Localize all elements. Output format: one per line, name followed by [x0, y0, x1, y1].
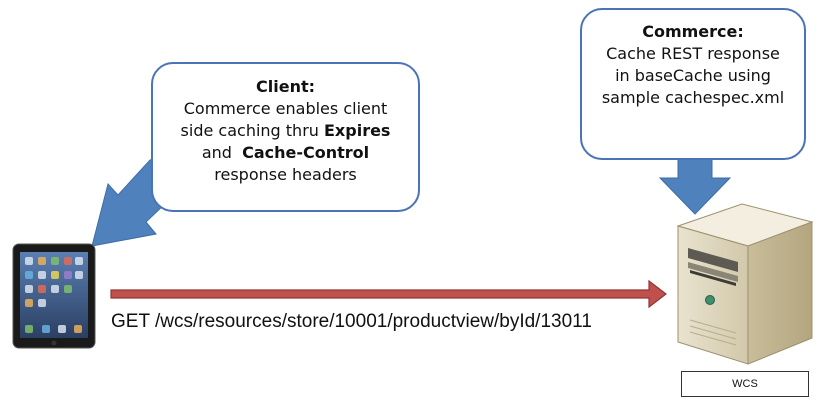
client-callout-line4: response headers: [214, 165, 357, 184]
server-icon: [676, 203, 814, 365]
request-url-label: GET /wcs/resources/store/10001/productvi…: [111, 311, 592, 332]
client-callout-heading: Client:: [256, 77, 315, 96]
client-callout: Client: Commerce enables client side cac…: [151, 62, 420, 212]
expires-header-label: Expires: [324, 121, 391, 140]
commerce-callout-heading: Commerce:: [642, 22, 744, 41]
client-callout-line3: and Cache-Control: [153, 142, 418, 164]
cache-control-header-label: Cache-Control: [242, 143, 370, 162]
client-callout-line2-text: side caching thru: [180, 121, 324, 140]
client-callout-line2: side caching thru Expires: [153, 120, 418, 142]
tablet-icon: [12, 243, 96, 349]
commerce-callout-line3: sample cachespec.xml: [601, 88, 785, 107]
server-label: WCS: [681, 371, 809, 397]
client-callout-line3-text: and: [201, 143, 243, 162]
commerce-callout: Commerce: Cache REST response in baseCac…: [580, 8, 806, 160]
request-arrow: [110, 279, 667, 309]
client-callout-line1: Commerce enables client: [183, 99, 388, 118]
commerce-callout-line1: Cache REST response: [606, 44, 780, 63]
commerce-callout-line2: in baseCache using: [615, 66, 771, 85]
